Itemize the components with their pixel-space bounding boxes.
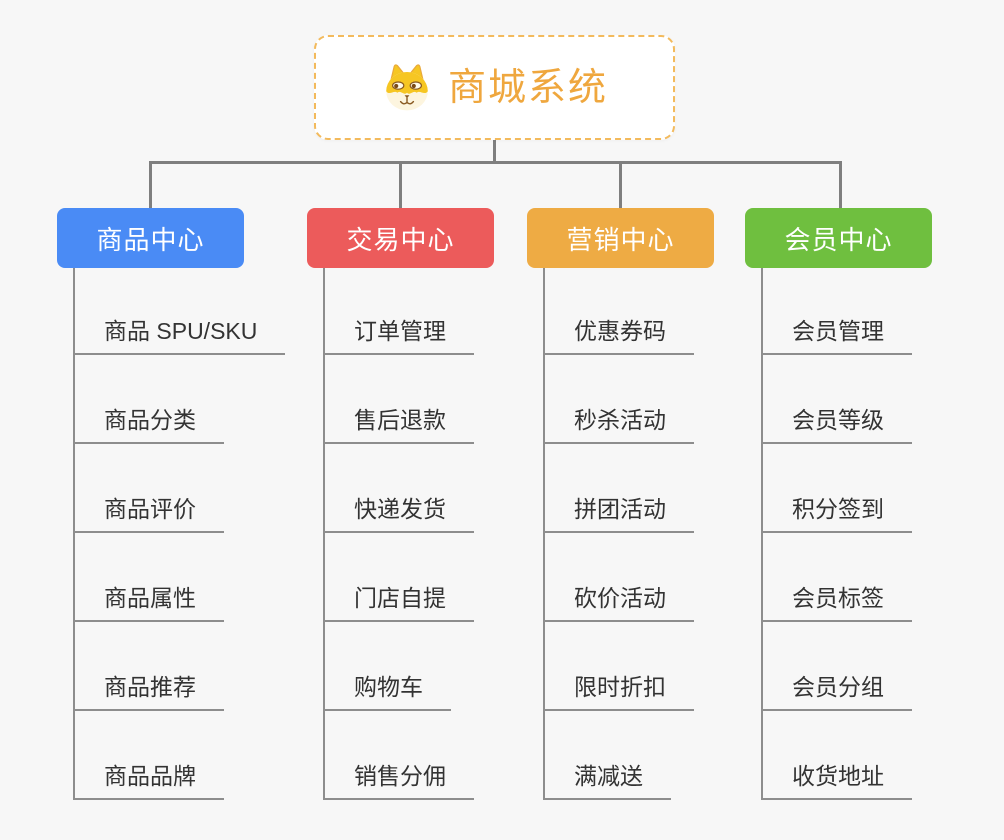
branch-topic-label: 交易中心: [346, 224, 455, 255]
leaf-list: 订单管理 售后退款 快递发货 门店自提 购物车 销售分佣: [323, 266, 474, 800]
leaf-topic[interactable]: 门店自提: [323, 585, 474, 622]
leaf-topic[interactable]: 会员标签: [761, 585, 912, 622]
leaf-topic[interactable]: 拼团活动: [543, 496, 694, 533]
leaf-topic[interactable]: 商品品牌: [73, 763, 224, 800]
leaf-list: 会员管理 会员等级 积分签到 会员标签 会员分组 收货地址: [761, 266, 912, 800]
branch-column-marketing: 营销中心 优惠券码 秒杀活动 拼团活动 砍价活动 限时折扣 满减送: [527, 208, 767, 808]
branch-topic-label: 商品中心: [96, 224, 205, 255]
leaf-topic[interactable]: 商品推荐: [73, 674, 224, 711]
leaf-topic[interactable]: 砍价活动: [543, 585, 694, 622]
leaf-topic[interactable]: 会员管理: [761, 318, 912, 355]
branch-spine-connector: [761, 268, 763, 800]
leaf-topic[interactable]: 销售分佣: [323, 763, 474, 800]
branch-drop-connector: [839, 161, 842, 209]
branch-topic-product[interactable]: 商品中心: [57, 208, 244, 268]
branch-column-trade: 交易中心 订单管理 售后退款 快递发货 门店自提 购物车 销售分佣: [307, 208, 547, 808]
leaf-topic[interactable]: 满减送: [543, 763, 671, 800]
branch-drop-connector: [399, 161, 402, 209]
leaf-list: 商品 SPU/SKU 商品分类 商品评价 商品属性 商品推荐 商品品牌: [73, 266, 286, 800]
leaf-topic[interactable]: 秒杀活动: [543, 407, 694, 444]
root-stem-connector: [493, 140, 496, 163]
leaf-topic[interactable]: 会员分组: [761, 674, 912, 711]
branch-drop-connector: [619, 161, 622, 209]
root-topic[interactable]: 商城系统: [314, 35, 675, 140]
leaf-list: 优惠券码 秒杀活动 拼团活动 砍价活动 限时折扣 满减送: [543, 266, 694, 800]
leaf-topic[interactable]: 积分签到: [761, 496, 912, 533]
branch-horizontal-connector: [149, 161, 842, 164]
shiba-dog-icon: [381, 63, 433, 112]
branch-topic-label: 营销中心: [566, 224, 675, 255]
leaf-topic[interactable]: 收货地址: [761, 763, 912, 800]
leaf-topic[interactable]: 商品 SPU/SKU: [73, 318, 286, 355]
branch-drop-connector: [149, 161, 152, 209]
leaf-topic[interactable]: 会员等级: [761, 407, 912, 444]
branch-spine-connector: [323, 268, 325, 800]
branch-topic-label: 会员中心: [784, 224, 893, 255]
leaf-topic[interactable]: 限时折扣: [543, 674, 694, 711]
leaf-topic[interactable]: 售后退款: [323, 407, 474, 444]
branch-column-member: 会员中心 会员管理 会员等级 积分签到 会员标签 会员分组 收货地址: [745, 208, 985, 808]
branch-spine-connector: [73, 268, 75, 800]
leaf-topic[interactable]: 优惠券码: [543, 318, 694, 355]
leaf-topic[interactable]: 购物车: [323, 674, 451, 711]
leaf-topic[interactable]: 商品评价: [73, 496, 224, 533]
branch-topic-trade[interactable]: 交易中心: [307, 208, 494, 268]
leaf-topic[interactable]: 商品分类: [73, 407, 224, 444]
leaf-topic[interactable]: 商品属性: [73, 585, 224, 622]
branch-spine-connector: [543, 268, 545, 800]
leaf-topic[interactable]: 快递发货: [323, 496, 474, 533]
branch-column-product: 商品中心 商品 SPU/SKU 商品分类 商品评价 商品属性 商品推荐 商品品牌: [57, 208, 297, 808]
branch-topic-member[interactable]: 会员中心: [745, 208, 932, 268]
branch-topic-marketing[interactable]: 营销中心: [527, 208, 714, 268]
leaf-topic[interactable]: 订单管理: [323, 318, 474, 355]
root-topic-label: 商城系统: [447, 66, 608, 109]
